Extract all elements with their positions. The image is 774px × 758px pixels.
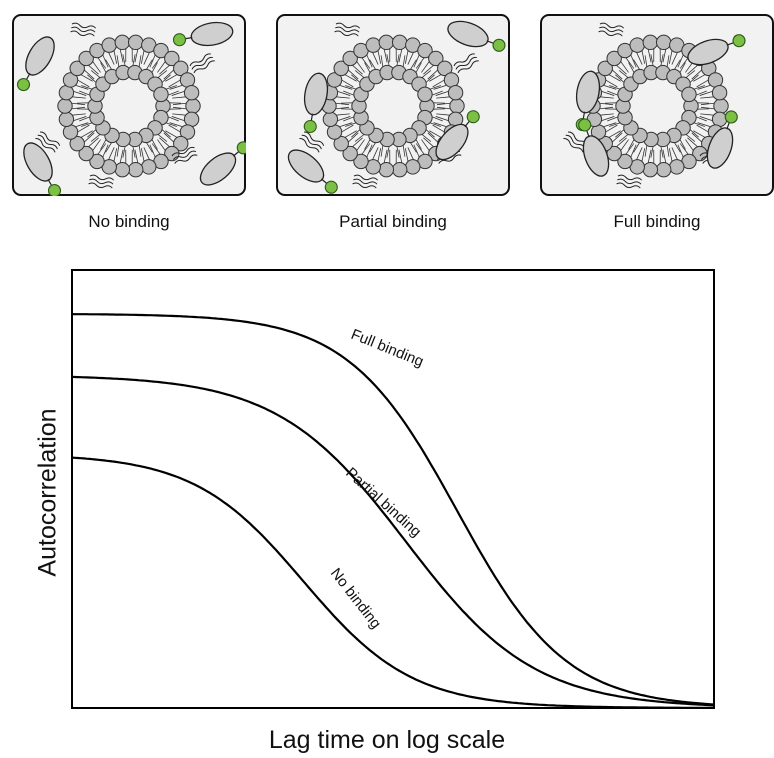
plot-frame (71, 269, 715, 709)
protein-icon (706, 110, 738, 169)
protein-icon (16, 36, 55, 92)
series-label: Full binding (349, 326, 427, 371)
fluorophore-icon (172, 33, 187, 47)
fluorophore-icon (236, 141, 246, 155)
fluorophore-icon (732, 34, 746, 48)
panel-full-binding (540, 14, 774, 196)
y-axis-label: Autocorrelation (33, 408, 62, 577)
protein-icon (199, 141, 246, 186)
x-axis-label: Lag time on log scale (268, 726, 506, 754)
protein-icon (578, 118, 610, 177)
series-line (71, 375, 715, 707)
series-line (71, 313, 715, 706)
caption-partial-binding: Partial binding (339, 212, 447, 231)
protein-icon (447, 20, 506, 52)
fluorophore-icon (578, 118, 592, 132)
panel-no-binding (12, 14, 246, 196)
protein-icon (23, 142, 62, 196)
caption-full-binding: Full binding (613, 212, 701, 231)
caption-no-binding: No binding (88, 212, 170, 231)
protein-icon (303, 72, 329, 134)
fluorophore-icon (466, 110, 480, 124)
fluorophore-icon (16, 78, 31, 92)
series-label: No binding (327, 565, 385, 632)
series-label: Partial binding (342, 464, 424, 540)
fluorophore-icon (324, 180, 338, 194)
fluorophore-icon (303, 119, 317, 134)
panel-partial-binding (276, 14, 510, 196)
series-line (71, 456, 714, 710)
protein-icon (435, 110, 480, 161)
protein-icon (172, 21, 234, 47)
fluorophore-icon (724, 110, 738, 124)
protein-icon (287, 149, 338, 194)
fluorophore-icon (492, 38, 506, 52)
vesicle-icon (276, 14, 510, 196)
protein-icon (687, 34, 746, 66)
vesicle-icon (12, 14, 246, 196)
fluorophore-icon (47, 184, 62, 196)
vesicle-icon (540, 14, 774, 196)
